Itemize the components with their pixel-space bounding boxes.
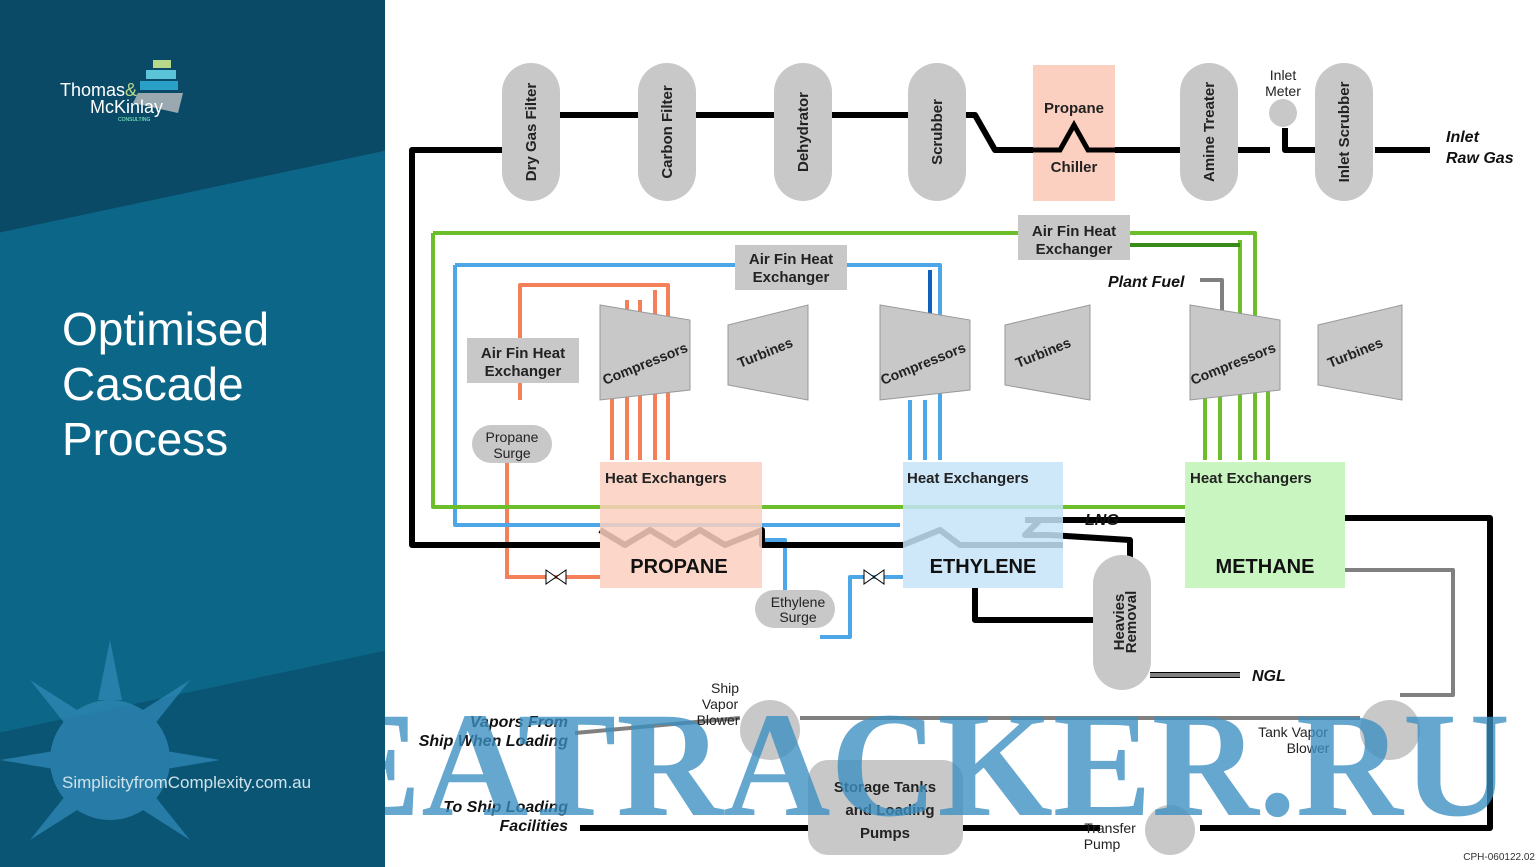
svg-text:Ethylene: Ethylene [771,594,826,610]
svg-text:To Ship Loading: To Ship Loading [443,799,568,816]
company-logo: Thomas& McKinlay CONSULTING [58,58,208,128]
svg-text:Exchanger: Exchanger [753,269,830,286]
page-title: Optimised Cascade Process [62,303,270,465]
svg-text:Dehydrator: Dehydrator [795,92,812,172]
svg-text:Removal: Removal [1123,591,1140,654]
svg-text:Exchanger: Exchanger [1036,241,1113,258]
svg-text:McKinlay: McKinlay [90,97,163,117]
sidebar-panel: Thomas& McKinlay CONSULTING Optimised Ca… [0,0,385,867]
svg-text:Thomas&: Thomas& [60,80,137,100]
methane-heat-exchanger [1185,462,1345,588]
svg-text:Raw Gas: Raw Gas [1446,150,1514,167]
svg-text:Pumps: Pumps [860,825,910,842]
svg-text:Heat Exchangers: Heat Exchangers [605,470,727,487]
svg-text:Surge: Surge [779,609,817,625]
svg-text:Vapors From: Vapors From [470,714,568,731]
svg-text:Air Fin Heat: Air Fin Heat [1032,223,1116,240]
svg-text:Blower: Blower [1287,740,1330,756]
svg-text:Air Fin Heat: Air Fin Heat [481,345,565,362]
svg-text:Exchanger: Exchanger [485,363,562,380]
svg-text:Vapor: Vapor [702,696,739,712]
sun-graphic-icon [0,640,220,840]
propane-heat-exchanger [600,462,762,588]
svg-text:Facilities: Facilities [500,818,569,835]
svg-text:Air Fin Heat: Air Fin Heat [749,251,833,268]
svg-text:Ship When Loading: Ship When Loading [419,733,569,750]
svg-text:Inlet: Inlet [1270,67,1297,83]
svg-text:ETHYLENE: ETHYLENE [930,556,1037,578]
svg-text:CPH-060122.02: CPH-060122.02 [1463,852,1535,863]
svg-text:METHANE: METHANE [1216,556,1315,578]
svg-text:PROPANE: PROPANE [630,556,727,578]
svg-text:Carbon Filter: Carbon Filter [659,85,676,179]
svg-text:Pump: Pump [1084,836,1121,852]
svg-text:Propane: Propane [486,429,539,445]
svg-text:Amine Treater: Amine Treater [1201,82,1218,182]
svg-text:Plant Fuel: Plant Fuel [1108,274,1185,291]
svg-text:Inlet: Inlet [1446,129,1480,146]
svg-text:Dry Gas Filter: Dry Gas Filter [523,83,540,182]
svg-text:Storage Tanks: Storage Tanks [834,779,936,796]
watermark: SEATRACKER.RU [385,682,1510,848]
svg-text:Ship: Ship [711,680,739,696]
svg-text:Heat Exchangers: Heat Exchangers [907,470,1029,487]
svg-text:NGL: NGL [1252,668,1286,685]
website-link[interactable]: SimplicityfromComplexity.com.au [62,773,312,792]
svg-text:Propane: Propane [1044,100,1104,117]
svg-text:LNG: LNG [1085,512,1119,529]
svg-text:Surge: Surge [493,445,531,461]
svg-text:CONSULTING: CONSULTING [118,117,151,123]
top-units [502,63,1373,201]
propane-chiller [1033,65,1115,201]
svg-text:Tank Vapor: Tank Vapor [1258,724,1328,740]
svg-text:Scrubber: Scrubber [929,99,946,165]
ethylene-heat-exchanger [903,462,1063,588]
svg-text:Meter: Meter [1265,83,1301,99]
svg-text:Chiller: Chiller [1051,159,1098,176]
svg-text:Inlet Scrubber: Inlet Scrubber [1336,81,1353,182]
svg-text:Transfer: Transfer [1084,820,1136,836]
svg-text:and Loading: and Loading [845,802,934,819]
svg-text:Blower: Blower [697,712,740,728]
svg-text:Heavies: Heavies [1111,594,1128,651]
lng-process-diagram: Dry Gas Filter Carbon Filter Dehydrator … [385,63,1535,863]
svg-text:Heat Exchangers: Heat Exchangers [1190,470,1312,487]
